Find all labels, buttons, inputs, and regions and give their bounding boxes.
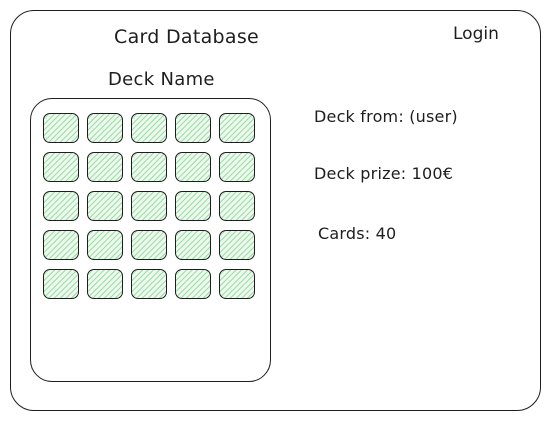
card-slot[interactable] — [43, 113, 79, 143]
card-slot[interactable] — [131, 191, 167, 221]
card-slot[interactable] — [219, 152, 255, 182]
card-slot[interactable] — [175, 152, 211, 182]
deck-price-label: Deck prize: 100€ — [314, 164, 454, 183]
card-slot[interactable] — [219, 230, 255, 260]
card-slot[interactable] — [131, 152, 167, 182]
card-grid — [43, 113, 255, 299]
card-slot[interactable] — [131, 230, 167, 260]
deck-card-count-label: Cards: 40 — [318, 224, 397, 243]
card-slot[interactable] — [175, 113, 211, 143]
card-slot[interactable] — [131, 113, 167, 143]
card-slot[interactable] — [87, 230, 123, 260]
card-slot[interactable] — [175, 191, 211, 221]
login-link[interactable]: Login — [453, 24, 499, 44]
card-slot[interactable] — [219, 191, 255, 221]
card-slot[interactable] — [43, 269, 79, 299]
app-title: Card Database — [114, 26, 260, 48]
app-window — [10, 10, 541, 411]
card-slot[interactable] — [131, 269, 167, 299]
card-slot[interactable] — [219, 269, 255, 299]
deck-owner-label: Deck from: (user) — [314, 107, 458, 126]
card-slot[interactable] — [219, 113, 255, 143]
card-slot[interactable] — [175, 269, 211, 299]
card-slot[interactable] — [43, 152, 79, 182]
card-slot[interactable] — [175, 230, 211, 260]
card-slot[interactable] — [87, 113, 123, 143]
card-slot[interactable] — [43, 230, 79, 260]
card-slot[interactable] — [87, 269, 123, 299]
card-slot[interactable] — [87, 152, 123, 182]
deck-card-panel — [30, 98, 271, 382]
deck-name-heading: Deck Name — [108, 69, 215, 90]
card-slot[interactable] — [87, 191, 123, 221]
card-slot[interactable] — [43, 191, 79, 221]
